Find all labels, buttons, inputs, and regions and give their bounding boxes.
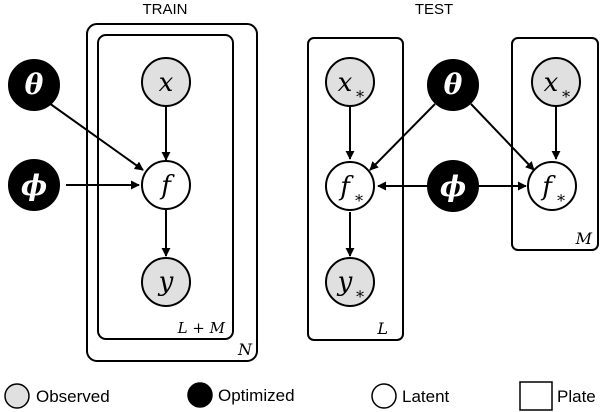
test-node-xstar-right: x ∗ [531, 57, 581, 107]
train-x-label: x [159, 68, 174, 98]
legend-optimized-label: Optimized [218, 386, 295, 405]
legend-latent-swatch [371, 383, 397, 409]
test-xstar-right-label: x [544, 68, 559, 98]
test-node-ystar: y ∗ [325, 257, 375, 307]
legend-plate-label: Plate [557, 387, 596, 406]
train-node-y: y [141, 257, 191, 307]
test-xstar-right-star: ∗ [561, 84, 572, 103]
legend-observed-label: Observed [36, 387, 110, 406]
legend-observed: Observed [4, 383, 110, 409]
edge-test-theta-fstar-right [470, 103, 535, 171]
train-y-label: y [158, 267, 174, 297]
test-fstar-right-star: ∗ [556, 188, 567, 207]
legend-latent: Latent [371, 383, 450, 409]
test-xstar-left-star: ∗ [355, 84, 366, 103]
train-node-phi: ϕ [8, 159, 60, 211]
test-node-phi: ϕ [427, 160, 479, 212]
test-plate-right-label: M [575, 229, 593, 248]
legend-plate-swatch [519, 381, 553, 411]
train-plate-inner-label: L + M [177, 319, 226, 337]
legend-optimized: Optimized [187, 382, 295, 408]
test-plate-left-label: L [376, 319, 388, 338]
test-ystar-label: y [337, 267, 353, 297]
test-fstar-left-star: ∗ [354, 188, 365, 207]
test-node-xstar-left: x ∗ [325, 57, 375, 107]
edge-train-theta-f [48, 102, 144, 171]
test-node-fstar-right: f ∗ [527, 161, 577, 211]
train-node-x: x [141, 57, 191, 107]
legend-plate: Plate [519, 381, 596, 411]
train-plate-outer [86, 23, 258, 362]
legend-latent-label: Latent [402, 387, 450, 406]
train-title: TRAIN [143, 1, 188, 18]
test-node-theta: θ [427, 59, 479, 111]
legend: Observed Optimized Latent Plate [4, 381, 596, 411]
test-phi-label: ϕ [440, 170, 466, 203]
train-plate-outer-label: N [237, 340, 253, 359]
train-node-theta: θ [8, 59, 60, 111]
legend-observed-swatch [4, 383, 30, 409]
train-phi-label: ϕ [21, 169, 47, 202]
train-theta-label: θ [25, 68, 44, 101]
train-node-f: f [141, 160, 191, 210]
edge-test-theta-fstar-left [369, 103, 436, 171]
test-node-fstar-left: f ∗ [325, 161, 375, 211]
train-plate-inner [97, 34, 234, 340]
test-plate-right [511, 37, 599, 251]
test-ystar-star: ∗ [355, 284, 366, 303]
test-xstar-left-label: x [338, 68, 353, 98]
test-theta-label: θ [444, 68, 463, 101]
legend-optimized-swatch [187, 382, 213, 408]
test-title: TEST [415, 1, 453, 18]
test-plate-left [307, 37, 404, 341]
